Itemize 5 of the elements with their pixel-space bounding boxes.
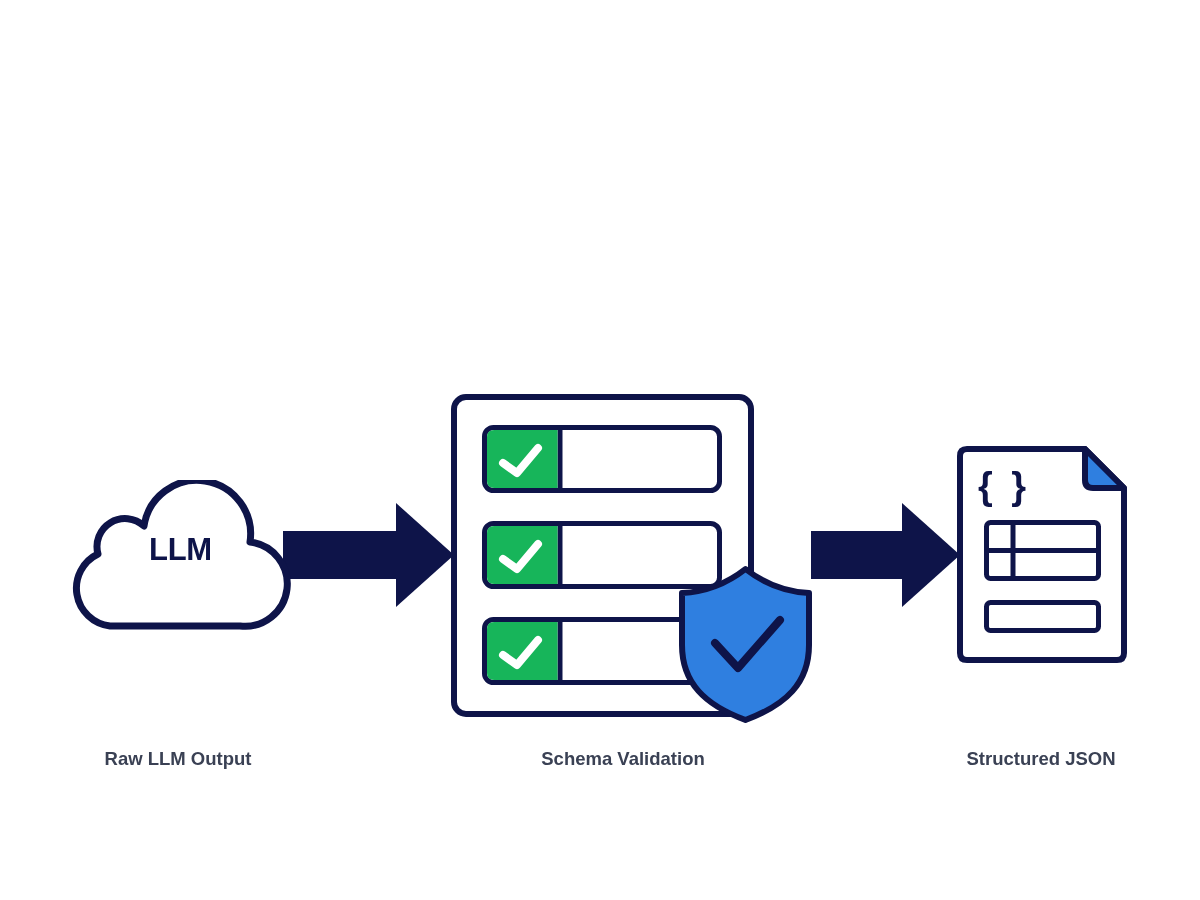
caption: Structured JSON: [966, 748, 1116, 771]
caption: Schema Validation: [541, 748, 705, 771]
code-braces: { }: [978, 467, 1031, 507]
node-label: LLM: [149, 534, 212, 567]
caption: Raw LLM Output: [104, 748, 252, 771]
